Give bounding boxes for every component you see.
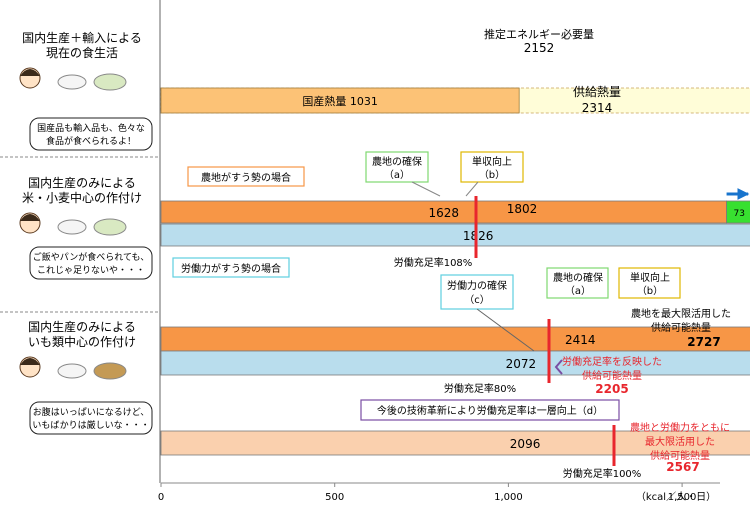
callout-yield-up-2-box — [618, 267, 681, 299]
note-max-both-line-1: 農地と労働力をともに — [630, 421, 730, 434]
bar-rice-labor-base-label: 1826 — [463, 229, 494, 243]
callout-land-secure-2-line-1: 農地の確保 — [553, 271, 603, 284]
bar-current-supply-label-line-1: 供給熱量 — [573, 85, 621, 99]
callout-labor-secure-line-1: 労働力の確保 — [447, 279, 507, 292]
callout-yield-up-1-leader — [465, 181, 479, 197]
arrow-labor-reflect — [554, 359, 563, 375]
panel-2-food-icon — [93, 218, 127, 236]
bar-potato-land-total-label: 2727 — [687, 335, 720, 349]
panel-3-speech-line-1: お腹はいっぱいになるけど、 — [33, 406, 150, 418]
required-energy-value: 2152 — [524, 41, 555, 55]
panel-1-speech-line-2: 食品が食べられるよ！ — [46, 135, 136, 147]
panel-1-title-line-2: 現在の食生活 — [46, 45, 118, 60]
panel-3-food-icon — [93, 362, 127, 380]
panel-1-dish-icon — [57, 74, 87, 90]
note-labor-reflect-value: 2205 — [595, 382, 628, 396]
callout-tech-innovation-box — [360, 399, 620, 421]
x-axis-unit: （kcal／人・日） — [636, 491, 716, 503]
note-max-both-line-3: 供給可能熱量 — [650, 449, 710, 462]
note-labor-rate-108: 労働充足率108% — [394, 256, 473, 269]
callout-land-secure-1-leader — [411, 181, 441, 197]
panel-1-food-icon — [93, 73, 127, 91]
bar-potato-labor-base — [160, 350, 750, 376]
bar-potato-land-base-label: 2414 — [565, 333, 596, 347]
x-tick-label-1500: 1,500 — [668, 492, 697, 503]
panel-3-title-line-1: 国内生産のみによる — [28, 319, 136, 334]
callout-land-secure-1-line-2: （a） — [384, 169, 410, 181]
callout-yield-up-1-line-1: 単収向上 — [472, 155, 512, 168]
bar-potato-labor-base-label: 2072 — [506, 357, 537, 371]
panel-2-title-line-1: 国内生産のみによる — [28, 175, 136, 190]
note-labor-reflect-line-2: 供給可能熱量 — [582, 369, 642, 382]
panel-2-dish-icon — [57, 219, 87, 235]
callout-labor-trend-box — [172, 257, 290, 278]
panel-3-title-line-2: いも類中心の作付け — [28, 334, 136, 349]
bar-potato-tech-base — [160, 430, 750, 456]
callout-yield-up-2-line-2: （b） — [637, 285, 663, 297]
callout-land-secure-2-box — [546, 267, 609, 299]
panel-2-speech-line-2: これじゃ足りないや・・・ — [37, 265, 145, 276]
panel-3-hair-icon — [20, 358, 40, 365]
callout-yield-up-1-line-2: （b） — [479, 169, 505, 181]
callout-land-trend: 農地がすう勢の場合 — [201, 171, 291, 184]
bar-rice-land-a — [726, 200, 750, 224]
x-tick-label-1000: 1,000 — [494, 492, 523, 503]
note-labor-rate-100: 労働充足率100% — [563, 467, 642, 480]
panel-3-speech-line-2: いもばかりは厳しいな・・・ — [32, 419, 149, 431]
callout-land-secure-1-box — [365, 151, 429, 183]
note-max-land-line-1: 農地を最大限活用した — [631, 307, 731, 320]
panel-1-speech-bubble — [29, 117, 153, 151]
bar-rice-labor-base — [160, 223, 750, 247]
callout-land-trend-box — [187, 166, 305, 187]
panel-1-hair-icon — [20, 69, 40, 76]
note-max-land-line-2: 供給可能熱量 — [651, 321, 711, 334]
panel-1-speech-line-1: 国産品も輸入品も、色々な — [37, 122, 145, 134]
note-max-both-value: 2567 — [666, 460, 699, 474]
required-energy-label: 推定エネルギー必要量 — [484, 27, 594, 41]
callout-land-secure-2-line-2: （a） — [565, 285, 591, 297]
callout-land-secure-1-line-1: 農地の確保 — [372, 155, 422, 168]
callout-labor-trend: 労働力がすう勢の場合 — [181, 262, 281, 275]
note-labor-reflect-line-1: 労働充足率を反映した — [562, 355, 662, 368]
bar-current-domestic-label: 国産熱量 1031 — [302, 95, 378, 108]
x-tick-label-0: 0 — [158, 492, 164, 503]
x-tick-label-500: 500 — [325, 492, 344, 503]
callout-labor-secure-leader — [476, 308, 535, 352]
callout-labor-secure-line-2: （c） — [464, 294, 490, 306]
panel-2-title-line-2: 米・小麦中心の作付け — [22, 190, 142, 205]
panel-2-hair-icon — [20, 214, 40, 221]
note-max-both-line-2: 最大限活用した — [645, 435, 715, 448]
bar-rice-land-a-label: 73 — [734, 209, 745, 219]
panel-1-title-line-1: 国内生産＋輸入による — [22, 30, 142, 45]
bar-rice-land-base-label: 1628 — [429, 206, 460, 220]
bar-current-supply-label-line-2: 2314 — [582, 101, 613, 115]
panel-3-dish-icon — [57, 363, 87, 379]
panel-2-speech-bubble — [29, 246, 153, 280]
note-labor-rate-80: 労働充足率80% — [444, 382, 516, 395]
callout-tech-innovation: 今後の技術革新により労働充足率は一層向上（d） — [377, 404, 603, 417]
callout-yield-up-2-line-1: 単収向上 — [630, 271, 670, 284]
panel-2-speech-line-1: ご飯やパンが食べられても、 — [33, 251, 149, 263]
callout-yield-up-1-box — [460, 151, 524, 183]
bar-potato-tech-base-label: 2096 — [510, 437, 541, 451]
bar-current-domestic — [160, 87, 520, 114]
bar-rice-land-total-label: 1802 — [507, 202, 538, 216]
panel-3-speech-bubble — [29, 401, 153, 435]
